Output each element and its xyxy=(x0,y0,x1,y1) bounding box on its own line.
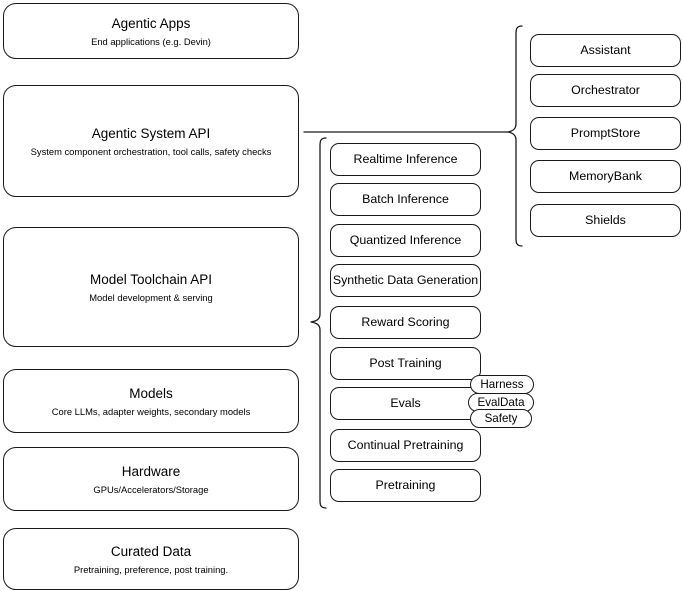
toolchain-item-label: Realtime Inference xyxy=(353,152,458,166)
brace-system-components xyxy=(507,25,523,247)
toolchain-item-continual-pretraining[interactable]: Continual Pretraining xyxy=(330,429,481,462)
system-item-promptstore[interactable]: PromptStore xyxy=(530,117,681,150)
layer-agentic-system-api[interactable]: Agentic System API System component orch… xyxy=(3,85,299,197)
brace-toolchain-components xyxy=(310,137,327,509)
layer-subtitle: Model development & serving xyxy=(89,291,213,303)
system-item-label: PromptStore xyxy=(570,126,641,140)
evals-subitem-label: EvalData xyxy=(477,396,525,409)
layer-title: Models xyxy=(129,385,173,401)
system-item-label: Orchestrator xyxy=(571,83,640,97)
evals-subitem-harness[interactable]: Harness xyxy=(470,375,534,394)
toolchain-item-label: Quantized Inference xyxy=(349,233,462,247)
layer-subtitle: Pretraining, preference, post training. xyxy=(73,563,229,575)
system-item-shields[interactable]: Shields xyxy=(530,204,681,237)
toolchain-item-label: Batch Inference xyxy=(362,192,449,206)
layer-model-toolchain-api[interactable]: Model Toolchain API Model development & … xyxy=(3,227,299,347)
toolchain-item-synthetic-data-generation[interactable]: Synthetic Data Generation xyxy=(330,264,481,297)
layer-title: Agentic Apps xyxy=(111,15,191,31)
toolchain-item-pretraining[interactable]: Pretraining xyxy=(330,469,481,502)
toolchain-item-label: Pretraining xyxy=(375,478,436,492)
system-item-assistant[interactable]: Assistant xyxy=(530,34,681,67)
toolchain-item-label: Evals xyxy=(390,396,421,410)
layer-title: Hardware xyxy=(121,463,181,479)
toolchain-item-quantized-inference[interactable]: Quantized Inference xyxy=(330,224,481,257)
toolchain-item-label: Synthetic Data Generation xyxy=(332,273,479,287)
evals-subitem-label: Harness xyxy=(480,378,524,391)
layer-subtitle: System component orchestration, tool cal… xyxy=(30,145,272,157)
system-item-memorybank[interactable]: MemoryBank xyxy=(530,160,681,193)
toolchain-item-post-training[interactable]: Post Training xyxy=(330,347,481,380)
toolchain-item-realtime-inference[interactable]: Realtime Inference xyxy=(330,143,481,176)
layer-agentic-apps[interactable]: Agentic Apps End applications (e.g. Devi… xyxy=(3,3,299,59)
evals-subitem-label: Safety xyxy=(484,412,518,425)
layer-subtitle: End applications (e.g. Devin) xyxy=(91,35,211,47)
system-item-label: Assistant xyxy=(580,43,631,57)
toolchain-item-batch-inference[interactable]: Batch Inference xyxy=(330,183,481,216)
layer-models[interactable]: Models Core LLMs, adapter weights, secon… xyxy=(3,369,299,433)
layer-subtitle: Core LLMs, adapter weights, secondary mo… xyxy=(51,405,251,417)
layer-hardware[interactable]: Hardware GPUs/Accelerators/Storage xyxy=(3,447,299,511)
system-item-label: Shields xyxy=(585,213,626,227)
system-item-label: MemoryBank xyxy=(569,169,642,183)
layer-subtitle: GPUs/Accelerators/Storage xyxy=(93,483,209,495)
layer-curated-data[interactable]: Curated Data Pretraining, preference, po… xyxy=(3,528,299,590)
toolchain-item-label: Post Training xyxy=(369,356,442,370)
layer-title: Curated Data xyxy=(110,543,192,559)
toolchain-item-label: Reward Scoring xyxy=(361,315,450,329)
toolchain-item-reward-scoring[interactable]: Reward Scoring xyxy=(330,306,481,339)
toolchain-item-evals[interactable]: Evals xyxy=(330,387,481,420)
evals-subitem-safety[interactable]: Safety xyxy=(470,409,532,428)
layer-title: Agentic System API xyxy=(91,125,211,141)
system-item-orchestrator[interactable]: Orchestrator xyxy=(530,74,681,107)
toolchain-item-label: Continual Pretraining xyxy=(347,438,464,452)
layer-title: Model Toolchain API xyxy=(89,271,213,287)
